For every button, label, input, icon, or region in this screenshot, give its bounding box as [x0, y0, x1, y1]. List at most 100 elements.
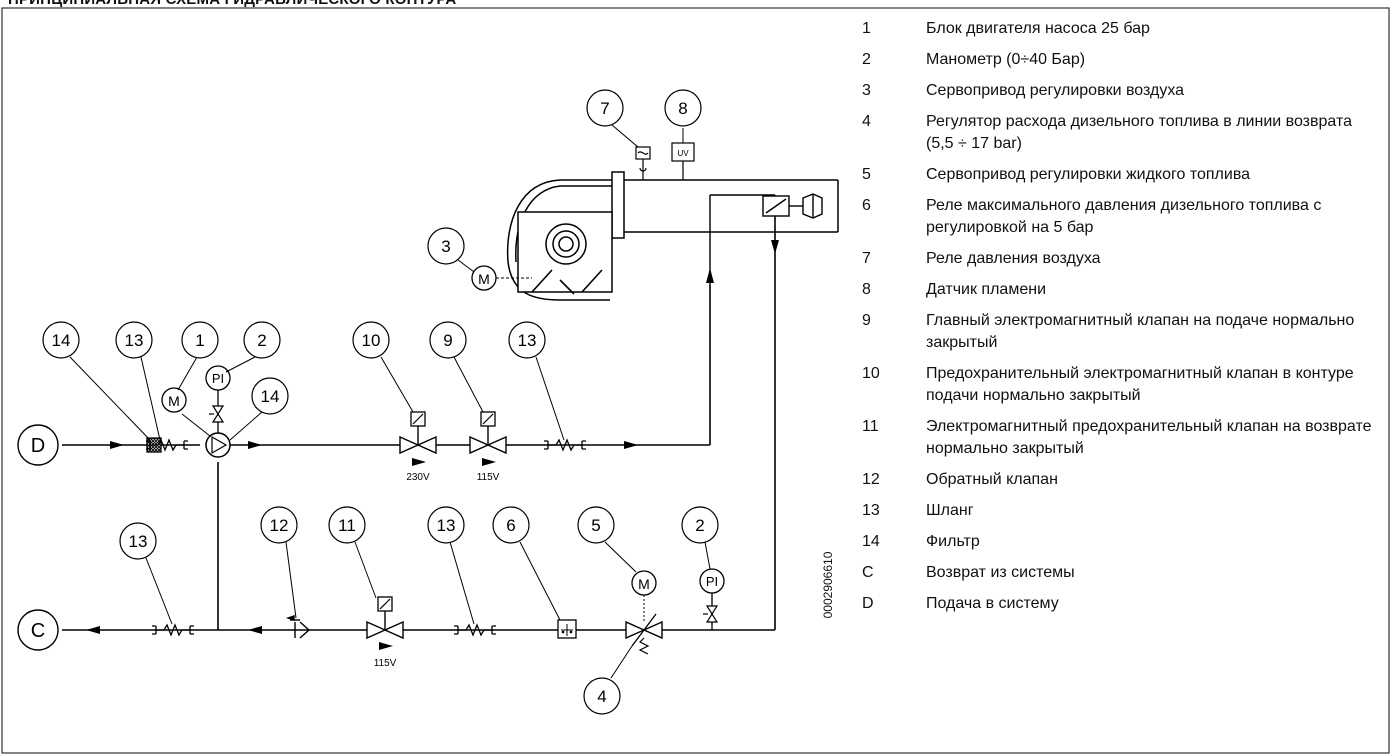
legend-item: 4 Регулятор расхода дизельного топлива в …: [862, 111, 1382, 155]
legend-item: 7 Реле давления воздуха: [862, 248, 1382, 270]
svg-text:5: 5: [591, 516, 600, 535]
legend-text: Предохранительный электромагнитный клапа…: [926, 365, 1354, 404]
svg-text:1: 1: [195, 331, 204, 350]
svg-text:115V: 115V: [374, 658, 397, 669]
legend-text: Регулятор расхода дизельного топлива в л…: [926, 113, 1353, 152]
callout-13a: 13: [115, 321, 153, 359]
legend-text: Датчик пламени: [926, 281, 1046, 298]
callout-14a: 14: [42, 321, 80, 359]
legend-text: Электромагнитный предохранительный клапа…: [926, 418, 1372, 457]
svg-text:M: M: [168, 393, 180, 409]
terminal-supply: D: [17, 424, 59, 466]
legend-number: 12: [862, 471, 880, 488]
svg-text:14: 14: [261, 387, 280, 406]
pressure-switch-6: [557, 619, 577, 639]
fuel-servo-motor: M: [631, 570, 657, 596]
legend-text: Реле давления воздуха: [926, 250, 1101, 267]
callout-12: 12: [260, 506, 298, 544]
air-servo-motor: M: [471, 265, 497, 291]
air-pressure-switch: [635, 146, 651, 180]
svg-text:PI: PI: [706, 574, 718, 589]
pump-symbol: [205, 432, 231, 458]
callout-9: 9: [429, 321, 467, 359]
legend-item: D Подача в систему: [862, 593, 1382, 615]
callout-3: 3: [427, 227, 465, 265]
legend-item: 12 Обратный клапан: [862, 469, 1382, 491]
legend-number: 1: [862, 20, 871, 37]
pressure-gauge-return: PI: [699, 568, 725, 594]
legend-item: 9 Главный электромагнитный клапан на пода…: [862, 310, 1382, 354]
svg-text:2: 2: [695, 516, 704, 535]
svg-text:115V: 115V: [477, 472, 500, 483]
callout-5: 5: [577, 506, 615, 544]
legend-number: 9: [862, 312, 871, 329]
legend-number: D: [862, 595, 874, 612]
svg-text:9: 9: [443, 331, 452, 350]
solenoid-valve-10: 230V: [399, 411, 437, 483]
solenoid-valve-11: 115V: [366, 596, 404, 669]
legend-text: Возврат из системы: [926, 564, 1075, 581]
legend-number: 3: [862, 82, 871, 99]
svg-text:PI: PI: [212, 371, 224, 386]
svg-text:13: 13: [129, 532, 148, 551]
legend-item: 8 Датчик пламени: [862, 279, 1382, 301]
terminal-return: C: [17, 609, 59, 651]
legend-number: 13: [862, 502, 880, 519]
legend-text: Сервопривод регулировки воздуха: [926, 82, 1185, 99]
legend: 1 Блок двигателя насоса 25 бар 2 Манометр (…: [862, 18, 1382, 624]
callout-14b: 14: [251, 377, 289, 415]
callout-1: 1: [181, 321, 219, 359]
svg-text:6: 6: [506, 516, 515, 535]
legend-text: Подача в систему: [926, 595, 1059, 612]
air-damper: [531, 269, 603, 295]
legend-item: 5 Сервопривод регулировки жидкого топлива: [862, 164, 1382, 186]
legend-text: Обратный клапан: [926, 471, 1058, 488]
legend-number: 4: [862, 113, 871, 130]
callout-13b: 13: [508, 321, 546, 359]
legend-number: 5: [862, 166, 871, 183]
legend-number: 8: [862, 281, 871, 298]
callout-13c: 13: [119, 522, 157, 560]
legend-number: 10: [862, 365, 880, 382]
drawing-code: 0002906610: [821, 551, 835, 619]
callout-7: 7: [586, 89, 624, 127]
flow-arrow: [110, 441, 124, 449]
svg-text:2: 2: [257, 331, 266, 350]
hose-symbols: [146, 438, 586, 637]
legend-item: 13 Шланг: [862, 500, 1382, 522]
svg-text:7: 7: [600, 99, 609, 118]
pressure-gauge-supply: PI: [205, 365, 231, 391]
svg-text:12: 12: [270, 516, 289, 535]
legend-text: Шланг: [926, 502, 974, 519]
callout-8: 8: [664, 89, 702, 127]
legend-item: 1 Блок двигателя насоса 25 бар: [862, 18, 1382, 40]
svg-text:13: 13: [437, 516, 456, 535]
legend-number: 7: [862, 250, 871, 267]
legend-number: 2: [862, 51, 871, 68]
flow-regulator-4: [625, 613, 663, 655]
check-valve-12: [285, 615, 311, 639]
legend-text: Реле максимального давления дизельного т…: [926, 197, 1322, 236]
callout-6: 6: [492, 506, 530, 544]
gauge-valve: [209, 405, 225, 423]
legend-number: 14: [862, 533, 880, 550]
flow-arrow: [624, 441, 638, 449]
legend-text: Блок двигателя насоса 25 бар: [926, 20, 1150, 37]
callout-13d: 13: [427, 506, 465, 544]
flow-arrow: [248, 441, 262, 449]
flow-arrow: [86, 626, 100, 634]
svg-text:4: 4: [597, 687, 606, 706]
callout-11: 11: [328, 506, 366, 544]
legend-text: Манометр (0÷40 Бар): [926, 51, 1086, 68]
svg-text:3: 3: [441, 237, 450, 256]
flow-arrow: [248, 626, 262, 634]
flame-sensor: UV: [671, 142, 695, 180]
diagram-title: ПРИНЦИПИАЛЬНАЯ СХЕМА ГИДРАВЛИЧЕСКОГО КОН…: [8, 0, 456, 8]
legend-text: Главный электромагнитный клапан на подач…: [926, 312, 1355, 351]
svg-text:230V: 230V: [406, 472, 430, 483]
legend-text: Сервопривод регулировки жидкого топлива: [926, 166, 1251, 183]
outer-frame: [1, 7, 1390, 754]
legend-item: 2 Манометр (0÷40 Бар): [862, 49, 1382, 71]
